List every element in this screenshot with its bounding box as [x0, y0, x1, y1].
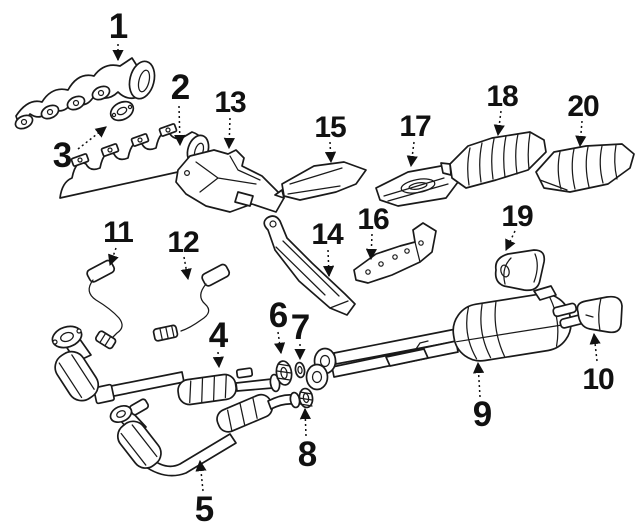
callout-14-label: 14 — [311, 218, 344, 251]
callout-3-leader — [77, 126, 107, 150]
callout-9-leader — [472, 361, 485, 398]
callout-8: 8 — [298, 407, 318, 474]
callout-19: 19 — [501, 200, 534, 252]
callout-10: 10 — [582, 332, 615, 396]
part-9-muffler-assembly-drawing — [305, 285, 585, 391]
callout-16-leader — [365, 233, 378, 261]
callout-11-label: 11 — [103, 216, 133, 249]
part-19-heat-shield-drawing — [494, 249, 546, 292]
callout-12: 12 — [167, 226, 200, 281]
part-7-seal-ring-drawing — [294, 361, 306, 379]
part-5-catalytic-converter-pipe-drawing — [109, 391, 301, 477]
callout-5: 5 — [195, 459, 215, 524]
callout-1: 1 — [109, 7, 129, 62]
callout-3-label: 3 — [53, 136, 72, 175]
part-1-exhaust-manifold-drawing — [14, 57, 156, 130]
part-20-heat-shield-drawing — [535, 143, 635, 193]
part-6-exhaust-gasket-drawing — [275, 360, 293, 386]
callout-14-leader — [322, 249, 335, 278]
callout-17-leader — [406, 141, 418, 168]
callout-13: 13 — [214, 86, 247, 150]
callout-15: 15 — [314, 111, 347, 164]
part-10-exhaust-tip-drawing — [576, 295, 623, 334]
callout-5-label: 5 — [195, 490, 214, 524]
part-16-bracket-plate-drawing — [353, 222, 437, 284]
callout-2: 2 — [171, 68, 191, 147]
part-18-heat-shield-drawing — [440, 131, 547, 189]
callouts: 1 2 3 4 5 6 7 8 — [53, 7, 615, 524]
callout-20-leader — [575, 120, 587, 148]
callout-6-leader — [273, 331, 286, 355]
part-14-support-bracket-drawing — [263, 215, 356, 316]
callout-12-leader — [180, 256, 192, 281]
callout-18-leader — [493, 110, 505, 137]
callout-6: 6 — [269, 296, 289, 355]
callout-13-label: 13 — [214, 86, 246, 119]
callout-7-label: 7 — [291, 308, 309, 347]
part-11-oxygen-sensor-drawing — [86, 259, 123, 350]
part-13-heat-shield-drawing — [175, 149, 285, 213]
callout-1-label: 1 — [109, 7, 128, 46]
callout-2-leader — [174, 105, 186, 147]
callout-20: 20 — [567, 90, 600, 148]
callout-7: 7 — [291, 308, 310, 361]
callout-8-label: 8 — [298, 435, 317, 474]
callout-15-leader — [324, 141, 337, 164]
callout-20-label: 20 — [567, 90, 599, 123]
callout-16: 16 — [357, 203, 390, 261]
callout-4-label: 4 — [209, 316, 229, 355]
callout-9: 9 — [472, 361, 493, 434]
callout-19-label: 19 — [501, 200, 533, 233]
callout-6-label: 6 — [269, 296, 288, 335]
part-3-manifold-gasket-drawing — [109, 100, 135, 122]
callout-5-leader — [195, 459, 207, 492]
part-8-exhaust-gasket-drawing — [298, 387, 314, 409]
part-17-heat-shield-drawing — [375, 163, 465, 207]
callout-11-leader — [108, 247, 119, 267]
callout-2-label: 2 — [171, 68, 190, 107]
callout-15-label: 15 — [314, 111, 346, 144]
callout-19-leader — [505, 230, 516, 252]
callout-4: 4 — [209, 316, 230, 369]
part-15-heat-shield-drawing — [274, 161, 367, 201]
callout-17-label: 17 — [399, 110, 431, 143]
callout-11: 11 — [103, 216, 134, 267]
callout-12-label: 12 — [167, 226, 199, 259]
callout-14: 14 — [311, 218, 345, 278]
part-12-oxygen-sensor-drawing — [152, 263, 231, 342]
callout-10-label: 10 — [582, 363, 614, 396]
callout-18: 18 — [486, 80, 519, 137]
callout-18-label: 18 — [486, 80, 518, 113]
callout-9-label: 9 — [473, 395, 492, 434]
callout-16-label: 16 — [357, 203, 389, 236]
callout-3: 3 — [53, 126, 107, 175]
callout-13-leader — [223, 117, 235, 150]
callout-17: 17 — [399, 110, 432, 168]
part-4-catalytic-converter-pipe-drawing — [51, 325, 281, 406]
